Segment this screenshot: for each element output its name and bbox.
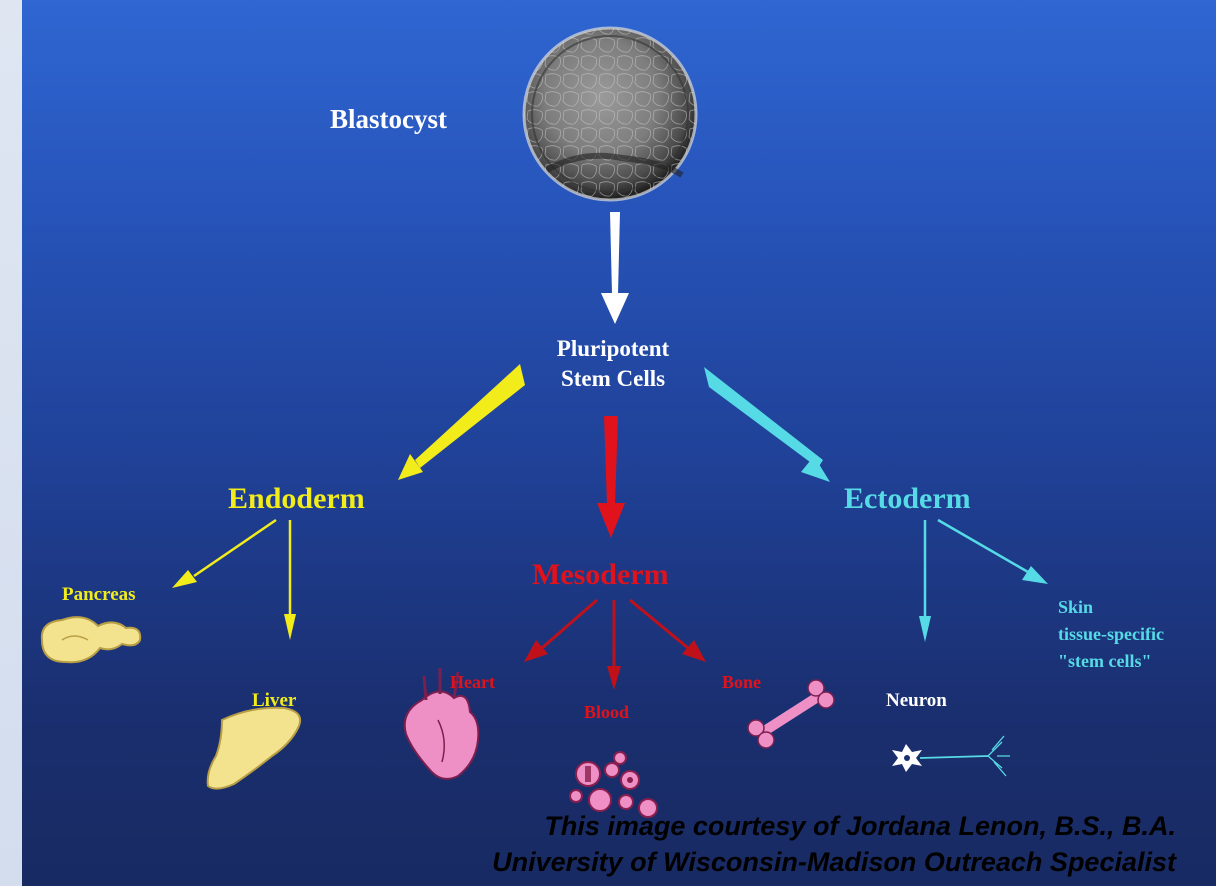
image-credit: This image courtesy of Jordana Lenon, B.… — [492, 808, 1176, 880]
ectoderm-label: Ectoderm — [844, 482, 971, 516]
pancreas-image — [42, 617, 140, 662]
diagram-panel: Blastocyst Pluripotent Stem Cells Endode… — [22, 0, 1216, 886]
arrow-blastocyst-to-pluripotent — [601, 212, 629, 324]
blood-label: Blood — [584, 702, 629, 723]
credit-line2: University of Wisconsin-Madison Outreach… — [492, 844, 1176, 880]
skin-label-line2: tissue-specific — [1058, 621, 1164, 648]
skin-label: Skin tissue-specific "stem cells" — [1058, 594, 1164, 675]
pluripotent-stem-cells-label: Pluripotent Stem Cells — [530, 334, 696, 394]
credit-line1: This image courtesy of Jordana Lenon, B.… — [492, 808, 1176, 844]
blastocyst-label: Blastocyst — [330, 104, 447, 135]
arrow-mesoderm-to-bone — [630, 600, 706, 662]
arrow-endoderm-to-pancreas — [172, 520, 276, 588]
arrow-ectoderm-to-neuron — [919, 520, 931, 642]
neuron-image — [892, 736, 1010, 776]
arrow-pluripotent-to-mesoderm — [597, 416, 625, 538]
skin-label-line1: Skin — [1058, 594, 1164, 621]
arrow-pluripotent-to-ectoderm — [704, 367, 830, 482]
pluripotent-label-line2: Stem Cells — [530, 364, 696, 394]
neuron-label: Neuron — [886, 690, 947, 712]
bone-label: Bone — [722, 672, 761, 693]
blastocyst-image — [524, 28, 696, 200]
arrow-ectoderm-to-skin — [938, 520, 1048, 584]
left-margin-strip — [0, 0, 22, 886]
mesoderm-label: Mesoderm — [532, 558, 669, 592]
arrow-endoderm-to-liver — [284, 520, 296, 640]
liver-label: Liver — [252, 690, 296, 712]
arrow-mesoderm-to-blood — [607, 600, 621, 690]
liver-image — [208, 708, 300, 789]
diagram-graphics — [22, 0, 1216, 886]
pluripotent-label-line1: Pluripotent — [530, 334, 696, 364]
arrow-pluripotent-to-endoderm — [398, 364, 525, 480]
skin-label-line3: "stem cells" — [1058, 648, 1164, 675]
endoderm-label: Endoderm — [228, 482, 365, 516]
heart-label: Heart — [450, 672, 495, 693]
pancreas-label: Pancreas — [62, 584, 136, 606]
arrow-mesoderm-to-heart — [524, 600, 597, 662]
